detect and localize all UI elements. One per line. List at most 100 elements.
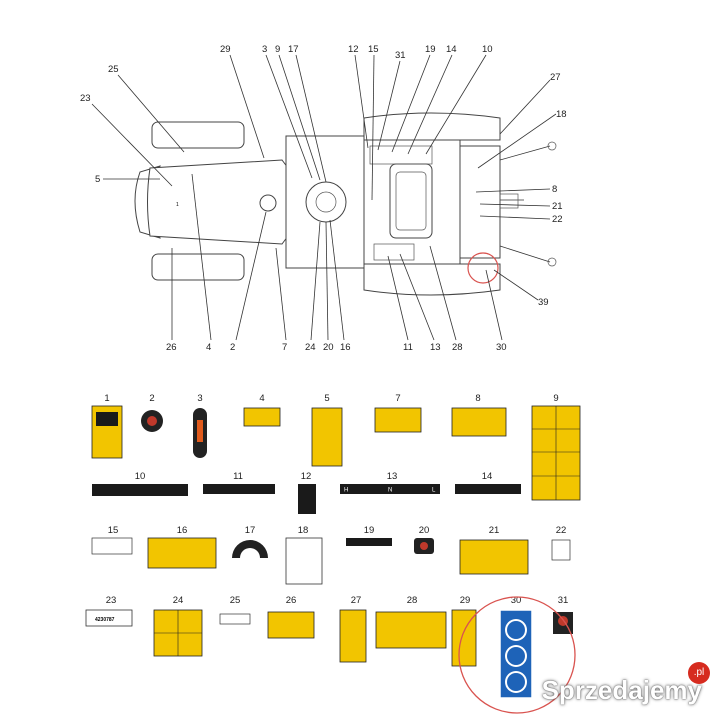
callout-29: 29 [220,44,231,55]
hood-number: 1 [176,202,179,208]
front-wheel-top [151,121,245,149]
decal-number-28: 28 [407,595,418,606]
decal-number-22: 22 [556,525,567,536]
fender-bottom [363,263,501,296]
decal-11 [203,484,275,494]
decal-18 [285,537,323,585]
decal-number-7: 7 [395,393,400,404]
callout-15: 15 [368,44,379,55]
decal-15 [91,537,133,555]
callout-13: 13 [430,342,441,353]
watermark-badge: .pl [688,662,710,684]
steering-wheel [305,181,347,223]
callout-4: 4 [206,342,211,353]
decal-26 [267,611,315,639]
decal-4 [243,407,281,427]
callout-3: 3 [262,44,267,55]
decal-28 [375,611,447,649]
callout-23: 23 [80,93,91,104]
callout-30: 30 [496,342,507,353]
decal-10 [92,484,188,496]
decal-7 [374,407,422,433]
decal-number-20: 20 [419,525,430,536]
decal-25 [219,613,251,625]
watermark-text: Sprzedajemy [541,675,702,705]
decal-number-18: 18 [298,525,309,536]
callout-2: 2 [230,342,235,353]
decal-number-8: 8 [475,393,480,404]
decal-number-1: 1 [104,393,109,404]
callout-5: 5 [95,174,100,185]
callout-25: 25 [108,64,119,75]
decal-13 [340,484,440,494]
callout-20: 20 [323,342,334,353]
callout-18: 18 [556,109,567,120]
decal-13-l-label: L [432,488,436,494]
callout-16: 16 [340,342,351,353]
highlight-circle-large [458,596,576,714]
decal-catalog: 1 2 3 4 5 7 8 9 10 11 12 13 H N L 14 [85,393,581,714]
decal-number-16: 16 [177,525,188,536]
decal-14 [455,484,521,494]
tractor-top-view: 1 [134,112,557,296]
decal-8 [451,407,507,437]
decal-22 [551,539,571,561]
decal-number-26: 26 [286,595,297,606]
decal-13-h-label: H [344,488,348,494]
highlight-circle-small [467,252,499,284]
callout-7: 7 [282,342,287,353]
decal-number-30: 30 [511,595,522,606]
decal-number-19: 19 [364,525,375,536]
decal-number-15: 15 [108,525,119,536]
decal-number-3: 3 [197,393,202,404]
decal-number-2: 2 [149,393,154,404]
decal-16 [147,537,217,569]
callout-17: 17 [288,44,299,55]
callout-9: 9 [275,44,280,55]
decal-number-25: 25 [230,595,241,606]
decal-number-21: 21 [489,525,500,536]
decal-number-11: 11 [233,471,243,482]
decal-23-part-number: 4230787 [95,617,115,623]
decal-number-5: 5 [324,393,329,404]
decal-number-12: 12 [301,471,312,482]
callout-28: 28 [452,342,463,353]
decal-13-n-label: N [388,488,392,494]
decal-number-9: 9 [553,393,558,404]
decal-5 [311,407,343,467]
callout-19: 19 [425,44,436,55]
decal-number-17: 17 [245,525,256,536]
callout-39: 39 [538,297,549,308]
decal-number-31: 31 [558,595,569,606]
decal-number-14: 14 [482,471,493,482]
decal-number-10: 10 [135,471,146,482]
callout-27: 27 [550,72,561,83]
decal-number-4: 4 [259,393,264,404]
callout-21: 21 [552,201,563,212]
fender-top [363,112,501,141]
decal-19 [346,538,392,546]
decal-17 [232,540,268,558]
callout-8: 8 [552,184,557,195]
callout-22: 22 [552,214,563,225]
callout-11: 11 [403,342,413,353]
front-wheel-bottom [151,253,245,281]
fuel-cap [259,194,277,212]
callout-24: 24 [305,342,316,353]
decal-number-27: 27 [351,595,362,606]
rear-console [459,145,501,259]
callout-14: 14 [446,44,457,55]
decal-number-13: 13 [387,471,398,482]
decal-number-29: 29 [460,595,471,606]
callout-12: 12 [348,44,359,55]
decal-27 [339,609,367,663]
callout-26: 26 [166,342,177,353]
callout-10: 10 [482,44,493,55]
decal-number-23: 23 [106,595,117,606]
callout-31: 31 [395,50,406,61]
decal-12 [298,484,316,514]
decal-23 [85,609,133,627]
callouts: 25 23 5 29 3 9 17 12 15 31 19 14 10 27 1… [80,44,567,353]
decal-number-24: 24 [173,595,184,606]
